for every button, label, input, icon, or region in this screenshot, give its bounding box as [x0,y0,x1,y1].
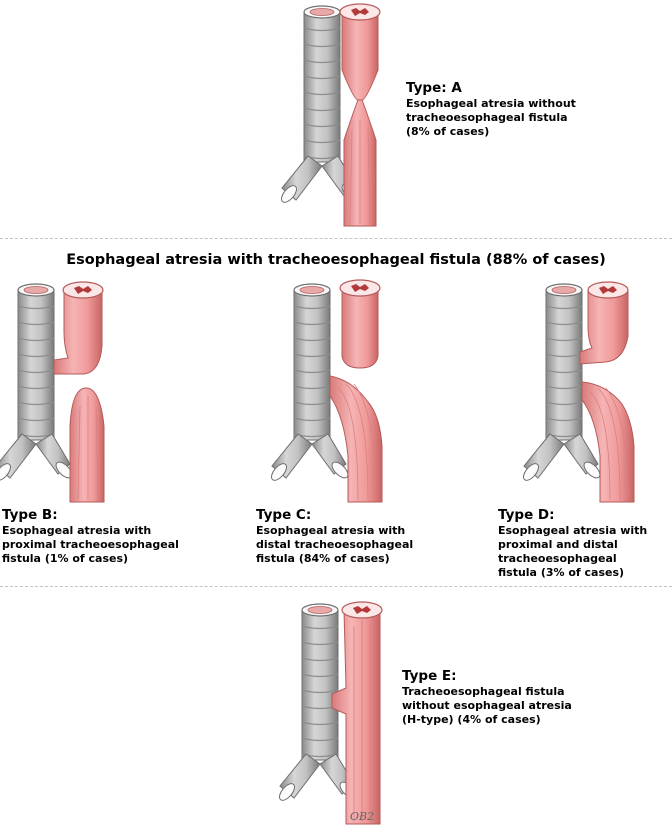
trachea-shape [0,283,76,484]
divider-bottom [0,586,672,587]
type-a-line-1: Esophageal atresia without [406,97,576,110]
esophagus-lower-segment [329,375,383,503]
panel-type-b [0,276,130,506]
type-d-line-3: tracheoesophageal [498,552,617,565]
illustrator-signature: OB2 [350,810,375,823]
type-d-illustration [520,281,635,503]
esophagus-upper-pouch [53,289,103,375]
caption-type-c: Type C: Esophageal atresia with distal t… [256,507,413,566]
type-d-line-1: Esophageal atresia with [498,524,648,537]
caption-type-e: Type E: Tracheoesophageal fistula withou… [402,668,572,727]
panel-type-c [268,276,398,506]
type-d-title: Type D: [498,507,555,523]
type-d-line-2: proximal and distal [498,538,618,551]
type-a-line-2: tracheoesophageal fistula [406,111,568,124]
type-e-illustration [276,601,383,825]
type-c-line-1: Esophageal atresia with [256,524,406,537]
type-a-line-3: (8% of cases) [406,125,490,138]
type-e-title: Type E: [402,668,457,684]
esophagus-upper-pouch [341,287,379,369]
type-c-illustration [268,279,383,503]
esophagus-continuous [331,609,381,825]
type-b-illustration [0,281,105,503]
panel-type-d [520,276,660,506]
esophagus-upper-pouch [579,289,629,365]
panel-type-a [270,0,381,230]
section-heading: Esophageal atresia with tracheoesophagea… [66,252,606,268]
type-e-line-1: Tracheoesophageal fistula [402,685,565,698]
caption-type-b: Type B: Esophageal atresia with proximal… [2,507,179,566]
caption-type-d: Type D: Esophageal atresia with proximal… [498,507,647,580]
caption-type-a: Type: A Esophageal atresia without trach… [406,80,576,139]
type-a-title: Type: A [406,80,462,96]
panel-type-e [270,596,390,828]
esophagus-upper-pouch [341,11,379,101]
type-c-line-3: fistula (84% of cases) [256,552,390,565]
type-b-title: Type B: [2,507,58,523]
divider-top [0,238,672,239]
type-b-line-2: proximal tracheoesophageal [2,538,179,551]
type-c-line-2: distal tracheoesophageal [256,538,414,551]
type-e-line-2: without esophageal atresia [402,699,572,712]
type-a-illustration [278,3,381,227]
type-d-line-4: fistula (3% of cases) [498,566,625,579]
type-e-line-3: (H-type) (4% of cases) [402,713,541,726]
esophagus-lower-segment [69,387,105,503]
type-b-line-3: fistula (1% of cases) [2,552,129,565]
type-c-title: Type C: [256,507,312,523]
type-b-line-1: Esophageal atresia with [2,524,152,537]
esophagus-lower-segment [581,381,635,503]
